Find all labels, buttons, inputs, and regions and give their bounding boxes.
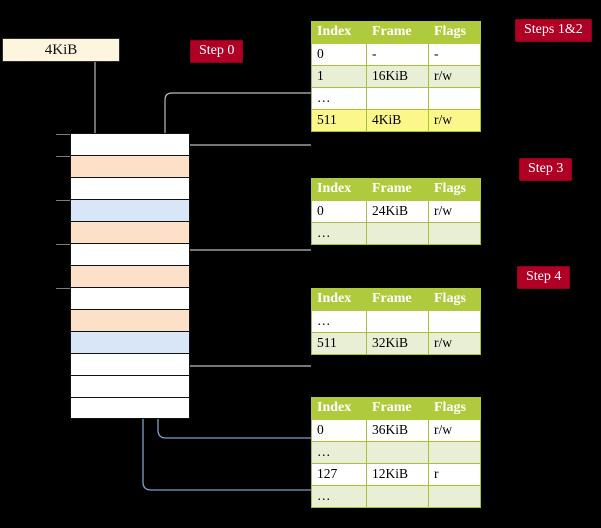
column-header-index: Index [311, 288, 367, 311]
cell-frame [366, 485, 429, 508]
table-row: … [311, 87, 481, 110]
column-header-flags: Flags [428, 288, 481, 311]
link-table2-row511 [175, 311, 311, 367]
cell-index: 127 [311, 463, 367, 486]
cell-flags: r/w [428, 332, 481, 355]
cell-frame: 12KiB [366, 463, 429, 486]
memory-row [70, 331, 190, 353]
table-header-row: Index Frame Flags [311, 288, 481, 311]
column-header-frame: Frame [366, 397, 429, 420]
cell-index: 1 [311, 65, 367, 88]
memory-row-tick [56, 200, 70, 201]
cell-frame: 4KiB [366, 109, 429, 132]
page-table-level-2: Index Frame Flags … 511 32KiB r/w [311, 288, 481, 355]
cell-flags [428, 222, 481, 245]
cell-index: … [311, 310, 367, 333]
table-row: … [311, 310, 481, 333]
table-row: … [311, 485, 481, 508]
memory-row [70, 309, 190, 331]
cell-flags: r [428, 463, 481, 486]
page-table-level-0: Index Frame Flags 0 - - 1 16KiB r/w … [311, 21, 481, 132]
cell-frame [366, 87, 429, 110]
cell-frame [366, 222, 429, 245]
table-header-row: Index Frame Flags [311, 21, 481, 44]
memory-row [56, 199, 190, 221]
cell-flags: - [428, 43, 481, 66]
cell-index: 0 [311, 43, 367, 66]
cell-flags [428, 485, 481, 508]
table-header-row: Index Frame Flags [311, 178, 481, 201]
column-header-flags: Flags [428, 178, 481, 201]
memory-row [70, 265, 190, 287]
cell-index: … [311, 222, 367, 245]
memory-row-tick [56, 134, 70, 135]
cell-flags: r/w [428, 419, 481, 442]
column-header-flags: Flags [428, 397, 481, 420]
table-row: 0 24KiB r/w [311, 200, 481, 223]
memory-row [70, 353, 190, 375]
column-header-index: Index [311, 397, 367, 420]
memory-row [70, 375, 190, 397]
table-row: 511 32KiB r/w [311, 332, 481, 355]
cell-flags [428, 441, 481, 464]
table-row: 0 36KiB r/w [311, 419, 481, 442]
cell-flags: r/w [428, 65, 481, 88]
physical-memory-column [56, 133, 190, 419]
column-header-frame: Frame [366, 21, 429, 44]
cell-flags [428, 87, 481, 110]
table-row: … [311, 441, 481, 464]
memory-row [70, 397, 190, 419]
link-table1-row0 [174, 249, 311, 273]
badge-steps-1-2: Steps 1&2 [515, 19, 592, 42]
badge-step-0: Step 0 [190, 40, 244, 63]
page-table-level-1: Index Frame Flags 0 24KiB r/w … [311, 178, 481, 245]
cell-frame: 36KiB [366, 419, 429, 442]
memory-row [56, 287, 190, 309]
cell-index: 511 [311, 332, 367, 355]
cell-flags: r/w [428, 200, 481, 223]
cell-frame: 32KiB [366, 332, 429, 355]
cell-frame [366, 310, 429, 333]
column-header-frame: Frame [366, 178, 429, 201]
cell-index: … [311, 485, 367, 508]
table-header-row: Index Frame Flags [311, 397, 481, 420]
source-frame-box: 4KiB [2, 38, 120, 62]
table-row: … [311, 222, 481, 245]
table-row: 0 - - [311, 43, 481, 66]
badge-step-3: Step 3 [519, 158, 573, 181]
table-row: 1 16KiB r/w [311, 65, 481, 88]
cell-index: … [311, 441, 367, 464]
memory-row-tick [56, 244, 70, 245]
column-header-frame: Frame [366, 288, 429, 311]
link-table0-row511 [174, 144, 311, 168]
cell-index: … [311, 87, 367, 110]
column-header-flags: Flags [428, 21, 481, 44]
cell-index: 511 [311, 109, 367, 132]
cell-flags: r/w [428, 109, 481, 132]
cell-flags [428, 310, 481, 333]
memory-row [70, 177, 190, 199]
cell-frame: - [366, 43, 429, 66]
cell-frame: 24KiB [366, 200, 429, 223]
memory-row [56, 243, 190, 265]
memory-row [56, 155, 190, 177]
memory-row-tick [56, 288, 70, 289]
memory-row [56, 133, 190, 155]
page-table-level-3: Index Frame Flags 0 36KiB r/w … 127 12Ki… [311, 397, 481, 508]
table-row-highlighted: 511 4KiB r/w [311, 109, 481, 132]
memory-row-tick [56, 156, 70, 157]
cell-index: 0 [311, 419, 367, 442]
column-header-index: Index [311, 178, 367, 201]
badge-step-4: Step 4 [517, 266, 571, 289]
column-header-index: Index [311, 21, 367, 44]
cell-frame: 16KiB [366, 65, 429, 88]
memory-row [70, 221, 190, 243]
cell-frame [366, 441, 429, 464]
table-row: 127 12KiB r [311, 463, 481, 486]
cell-index: 0 [311, 200, 367, 223]
